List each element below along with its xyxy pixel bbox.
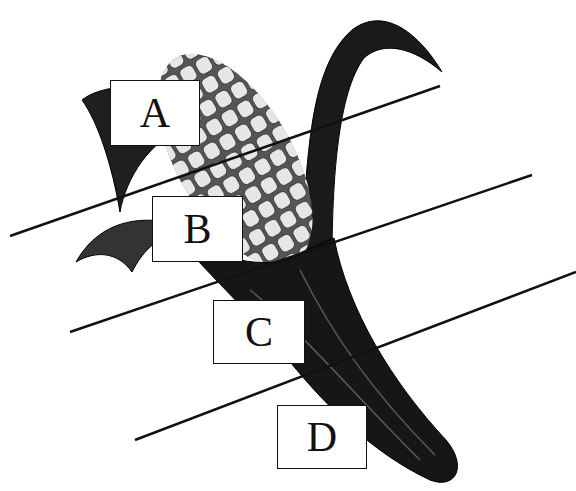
label-box: A (110, 80, 200, 146)
corn-kernel (211, 22, 232, 43)
label-box: B (152, 196, 243, 262)
part-letter: D (307, 416, 337, 458)
corn-kernel (307, 215, 328, 236)
corn-kernel (264, 104, 285, 125)
corn-kernel (322, 206, 343, 227)
corn-kernel (289, 157, 310, 178)
part-letter: A (140, 92, 170, 134)
corn-kernel (283, 138, 304, 159)
section-lines (10, 86, 576, 440)
husk-leaf (300, 21, 442, 262)
label-box: D (277, 405, 367, 469)
corn-kernel (309, 191, 330, 212)
corn-kernel (196, 31, 217, 52)
part-letter: B (183, 208, 211, 250)
corn-kernel (244, 70, 265, 91)
corn-kernel (215, 65, 236, 86)
label-box: C (213, 300, 305, 364)
corn-kernel (225, 37, 246, 58)
corn-kernel (250, 89, 271, 110)
corn-kernel (149, 58, 170, 79)
part-letter: C (245, 311, 273, 353)
corn-kernel (194, 55, 215, 76)
corn-kernel (209, 46, 230, 67)
corn-kernel (180, 40, 201, 61)
corn-kernel (165, 49, 186, 70)
corn-kernel (303, 172, 324, 193)
corn-kernel (231, 56, 252, 77)
husk-body (176, 236, 457, 482)
